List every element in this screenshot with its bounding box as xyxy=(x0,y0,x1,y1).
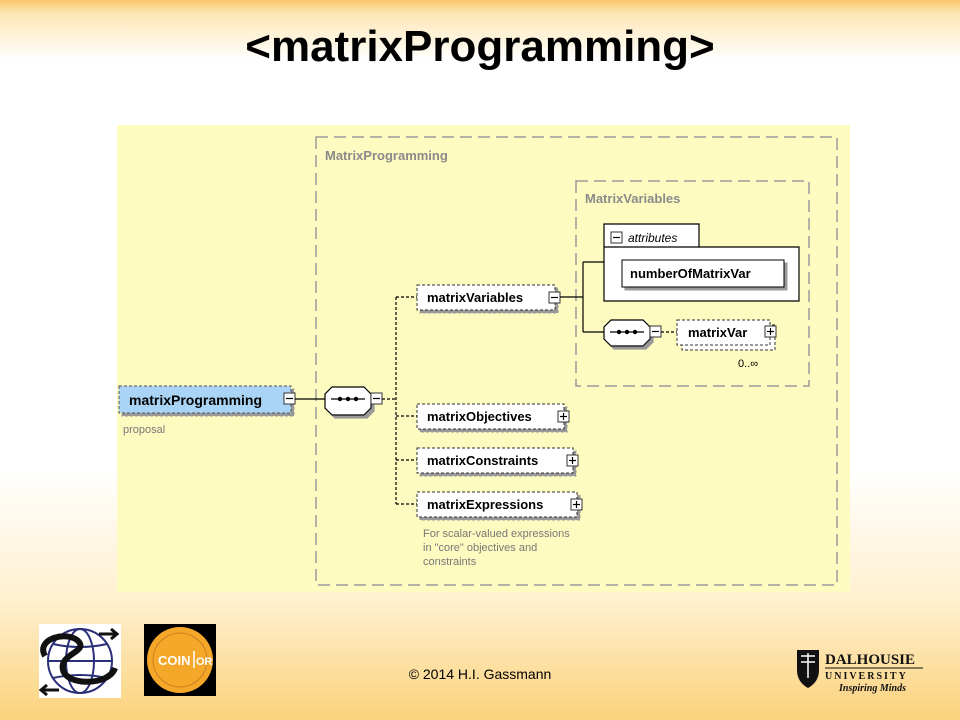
matrixVar-expand-toggle[interactable] xyxy=(764,325,777,338)
coin-text: COIN xyxy=(158,653,191,668)
dalhousie-tagline: Inspiring Minds xyxy=(838,683,906,694)
annotation-line: constraints xyxy=(423,556,477,568)
matrixObjectives-expand-toggle[interactable] xyxy=(557,410,570,423)
attribute-numberOfMatrixVar[interactable]: numberOfMatrixVar xyxy=(621,259,785,288)
dalhousie-crest-icon: DALHOUSIE UNIVERSITY Inspiring Minds xyxy=(797,650,923,694)
osi-globe-logo xyxy=(38,624,121,698)
root-element-label: matrixProgramming xyxy=(129,392,262,408)
element-matrixObjectives[interactable]: matrixObjectives xyxy=(416,403,565,430)
matrixVariables-connectors xyxy=(560,261,604,333)
dalhousie-university: UNIVERSITY xyxy=(825,671,908,682)
sequence-collapse-toggle[interactable] xyxy=(370,392,383,405)
sequence-connectors xyxy=(382,296,417,505)
schema-diagram: MatrixProgramming MatrixVariables matrix… xyxy=(117,125,850,592)
coin-or-logo-icon: COIN OR xyxy=(147,627,213,693)
annotation-line: in "core" objectives and xyxy=(423,542,537,554)
cardinality-label: 0..∞ xyxy=(738,358,758,370)
slide-title: <matrixProgramming> xyxy=(245,22,715,71)
element-matrixVar[interactable]: matrixVar xyxy=(676,319,776,351)
element-matrixConstraints[interactable]: matrixConstraints xyxy=(416,447,574,474)
element-label: matrixConstraints xyxy=(427,453,538,468)
element-label: matrixVar xyxy=(688,325,747,340)
or-text: OR xyxy=(196,656,213,668)
element-label: matrixExpressions xyxy=(427,497,543,512)
inner-group-label: MatrixVariables xyxy=(585,191,680,206)
element-label: matrixVariables xyxy=(427,290,523,305)
attribute-label: numberOfMatrixVar xyxy=(630,266,751,281)
osi-globe-logo-icon xyxy=(38,627,120,697)
element-label: matrixObjectives xyxy=(427,409,532,424)
sequence-compositor-icon xyxy=(324,386,372,416)
matrixConstraints-expand-toggle[interactable] xyxy=(566,454,579,467)
schema-diagram-svg: MatrixProgramming MatrixVariables matrix… xyxy=(118,136,838,586)
outer-group-label: MatrixProgramming xyxy=(325,148,448,163)
element-matrixVariables[interactable]: matrixVariables xyxy=(416,284,556,311)
matrixVariables-collapse-toggle[interactable] xyxy=(548,291,561,304)
annotation-line: For scalar-valued expressions xyxy=(423,528,570,540)
attributes-label: attributes xyxy=(628,231,677,245)
root-annotation: proposal xyxy=(123,424,165,436)
matrixExpressions-annotation: For scalar-valued expressions in "core" … xyxy=(423,528,570,568)
copyright-footer: © 2014 H.I. Gassmann xyxy=(408,666,552,682)
matrixExpressions-expand-toggle[interactable] xyxy=(570,498,583,511)
sequence-2-collapse-toggle[interactable] xyxy=(649,325,662,338)
sequence-compositor-icon-2 xyxy=(603,319,651,347)
root-element-matrixProgramming[interactable]: matrixProgramming xyxy=(118,385,292,414)
attributes-collapse-toggle[interactable] xyxy=(610,231,623,244)
outer-group-box xyxy=(315,136,838,586)
dalhousie-name: DALHOUSIE xyxy=(825,652,915,668)
root-collapse-toggle[interactable] xyxy=(283,392,296,405)
inner-group-box xyxy=(575,180,810,387)
coin-or-logo: COIN OR xyxy=(144,624,216,696)
element-matrixExpressions[interactable]: matrixExpressions xyxy=(416,491,578,518)
dalhousie-logo: DALHOUSIE UNIVERSITY Inspiring Minds xyxy=(795,648,925,694)
